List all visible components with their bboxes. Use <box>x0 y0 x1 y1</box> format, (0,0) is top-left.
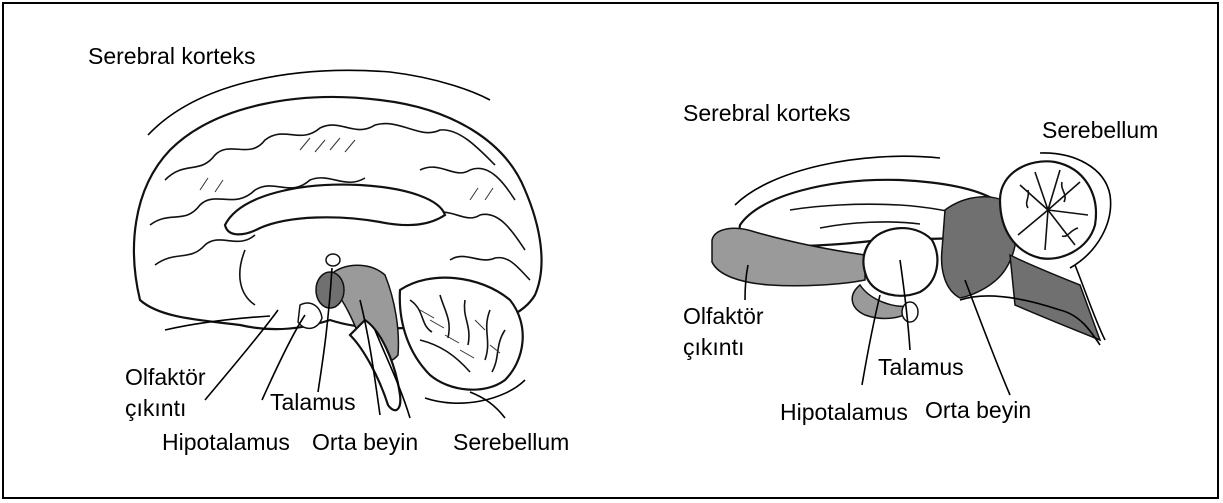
animal-cortex-label: Serebral korteks <box>683 100 850 126</box>
human-olfactory-label-line2: çıkıntı <box>125 395 186 421</box>
animal-midbrain-label: Orta beyin <box>925 397 1031 423</box>
human-cerebellum-label: Serebellum <box>453 429 569 455</box>
animal-hypothalamus-label: Hipotalamus <box>780 399 908 425</box>
human-cortex-label: Serebral korteks <box>88 43 255 69</box>
animal-cerebellum-label: Serebellum <box>1042 117 1158 143</box>
human-midbrain-label: Orta beyin <box>312 429 418 455</box>
human-thalamus-label: Talamus <box>270 389 356 415</box>
human-cerebellum-shape <box>400 278 523 390</box>
human-hypothalamus-label: Hipotalamus <box>162 429 290 455</box>
human-olfactory-label-line1: Olfaktör <box>125 364 206 390</box>
animal-olfactory-label-line1: Olfaktör <box>683 303 764 329</box>
animal-olfactory-label-line2: çıkıntı <box>683 334 744 360</box>
animal-thalamus-label: Talamus <box>878 354 964 380</box>
